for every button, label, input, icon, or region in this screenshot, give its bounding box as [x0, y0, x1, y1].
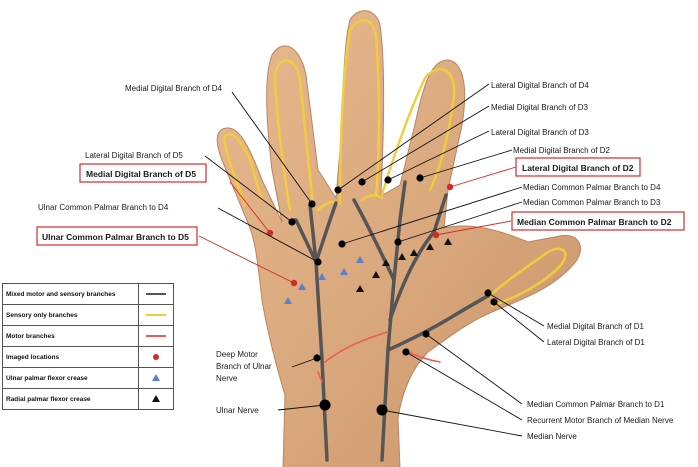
junction-dot — [402, 348, 410, 356]
label-lateral-d3: Lateral Digital Branch of D3 — [491, 128, 589, 137]
label-lateral-d5: Lateral Digital Branch of D5 — [85, 151, 183, 160]
legend-label: Motor branches — [2, 325, 139, 347]
blue-triangle-marker — [298, 283, 306, 290]
red-line-swatch — [146, 334, 166, 337]
label-lateral-d1: Lateral Digital Branch of D1 — [547, 338, 645, 347]
red-leader-lines — [198, 166, 517, 284]
label-medial-d1: Medial Digital Branch of D1 — [547, 322, 644, 331]
black-triangle-marker — [372, 271, 380, 278]
label-ulnar-nerve: Ulnar Nerve — [216, 406, 259, 415]
black-triangle-marker — [382, 259, 390, 266]
label-medial-d5: Medial Digital Branch of D5 — [86, 169, 196, 179]
junction-dots — [288, 174, 498, 416]
black-triangle-marker — [426, 243, 434, 250]
label-ulnar-cpb-d5: Ulnar Common Palmar Branch to D5 — [42, 232, 189, 242]
label-deep-motor-line3: Nerve — [216, 374, 238, 383]
junction-dot — [416, 174, 424, 182]
gray-line-swatch — [146, 292, 166, 295]
legend-label: Ulnar palmar flexor crease — [2, 367, 139, 389]
label-deep-motor-line1: Deep Motor — [216, 350, 258, 359]
legend-row-radial-crease: Radial palmar flexor crease — [2, 388, 174, 410]
legend-row-mixed: Mixed motor and sensory branches — [2, 283, 174, 305]
junction-dot — [288, 218, 296, 226]
label-deep-motor-line2: Branch of Ulnar — [216, 362, 272, 371]
mixed-branches — [290, 180, 490, 462]
legend-row-ulnar-crease: Ulnar palmar flexor crease — [2, 367, 174, 389]
junction-dot — [313, 354, 321, 362]
ulnar-nerve-dot — [319, 399, 331, 411]
junction-dot — [394, 238, 402, 246]
sensory-branches — [222, 19, 567, 308]
blue-triangle-icon — [152, 374, 160, 382]
leader-lines — [204, 83, 545, 437]
legend-row-imaged: Imaged locations — [2, 346, 174, 368]
legend-label: Imaged locations — [2, 346, 139, 368]
label-medial-d3: Medial Digital Branch of D3 — [491, 103, 588, 112]
box-ulnar-cpb-d5 — [36, 226, 198, 246]
legend-row-motor: Motor branches — [2, 325, 174, 347]
label-ulnar-cpb-d4: Ulnar Common Palmar Branch to D4 — [38, 203, 169, 212]
median-nerve-dot — [376, 404, 388, 416]
label-median-cpb-d3: Median Common Palmar Branch to D3 — [523, 198, 661, 207]
junction-dot — [384, 176, 392, 184]
black-triangle-marker — [410, 249, 418, 256]
box-lateral-d2 — [515, 157, 641, 177]
black-triangle-icon — [152, 395, 160, 403]
legend-row-sensory: Sensory only branches — [2, 304, 174, 326]
legend-label: Mixed motor and sensory branches — [2, 283, 139, 305]
junction-dot — [490, 298, 498, 306]
junction-dot — [422, 330, 430, 338]
junction-dot — [484, 289, 492, 297]
label-median-cpb-d1: Median Common Palmar Branch to D1 — [527, 400, 665, 409]
blue-triangle-marker — [284, 297, 292, 304]
labels: Medial Digital Branch of D4 Lateral Digi… — [38, 81, 674, 441]
boxed-callouts — [36, 157, 685, 246]
legend-label: Radial palmar flexor crease — [2, 388, 139, 410]
ulnar-palmar-crease-markers — [284, 256, 364, 304]
black-triangle-marker — [444, 238, 452, 245]
label-median-nerve: Median Nerve — [527, 432, 577, 441]
label-medial-d2: Medial Digital Branch of D2 — [513, 146, 610, 155]
black-triangle-marker — [356, 285, 364, 292]
black-triangle-marker — [398, 253, 406, 260]
junction-dot — [338, 240, 346, 248]
label-recurrent-motor: Recurrent Motor Branch of Median Nerve — [527, 416, 674, 425]
junction-dot — [358, 178, 366, 186]
red-dot-icon — [153, 353, 159, 360]
junction-dot — [314, 258, 322, 266]
label-median-cpb-d2: Median Common Palmar Branch to D2 — [517, 217, 672, 227]
label-lateral-d4: Lateral Digital Branch of D4 — [491, 81, 589, 90]
legend: Mixed motor and sensory branches Sensory… — [2, 283, 174, 410]
label-median-cpb-d4: Median Common Palmar Branch to D4 — [523, 183, 661, 192]
box-median-cpb-d2 — [511, 211, 685, 231]
blue-triangle-marker — [318, 273, 326, 280]
radial-palmar-crease-markers — [356, 238, 452, 292]
label-medial-d4: Medial Digital Branch of D4 — [125, 84, 222, 93]
box-medial-d5 — [79, 163, 207, 183]
blue-triangle-marker — [340, 268, 348, 275]
yellow-line-swatch — [146, 313, 166, 316]
legend-label: Sensory only branches — [2, 304, 139, 326]
junction-dot — [334, 186, 342, 194]
label-lateral-d2: Lateral Digital Branch of D2 — [522, 163, 634, 173]
blue-triangle-marker — [356, 256, 364, 263]
junction-dot — [308, 200, 316, 208]
imaged-location-markers — [266, 183, 454, 287]
